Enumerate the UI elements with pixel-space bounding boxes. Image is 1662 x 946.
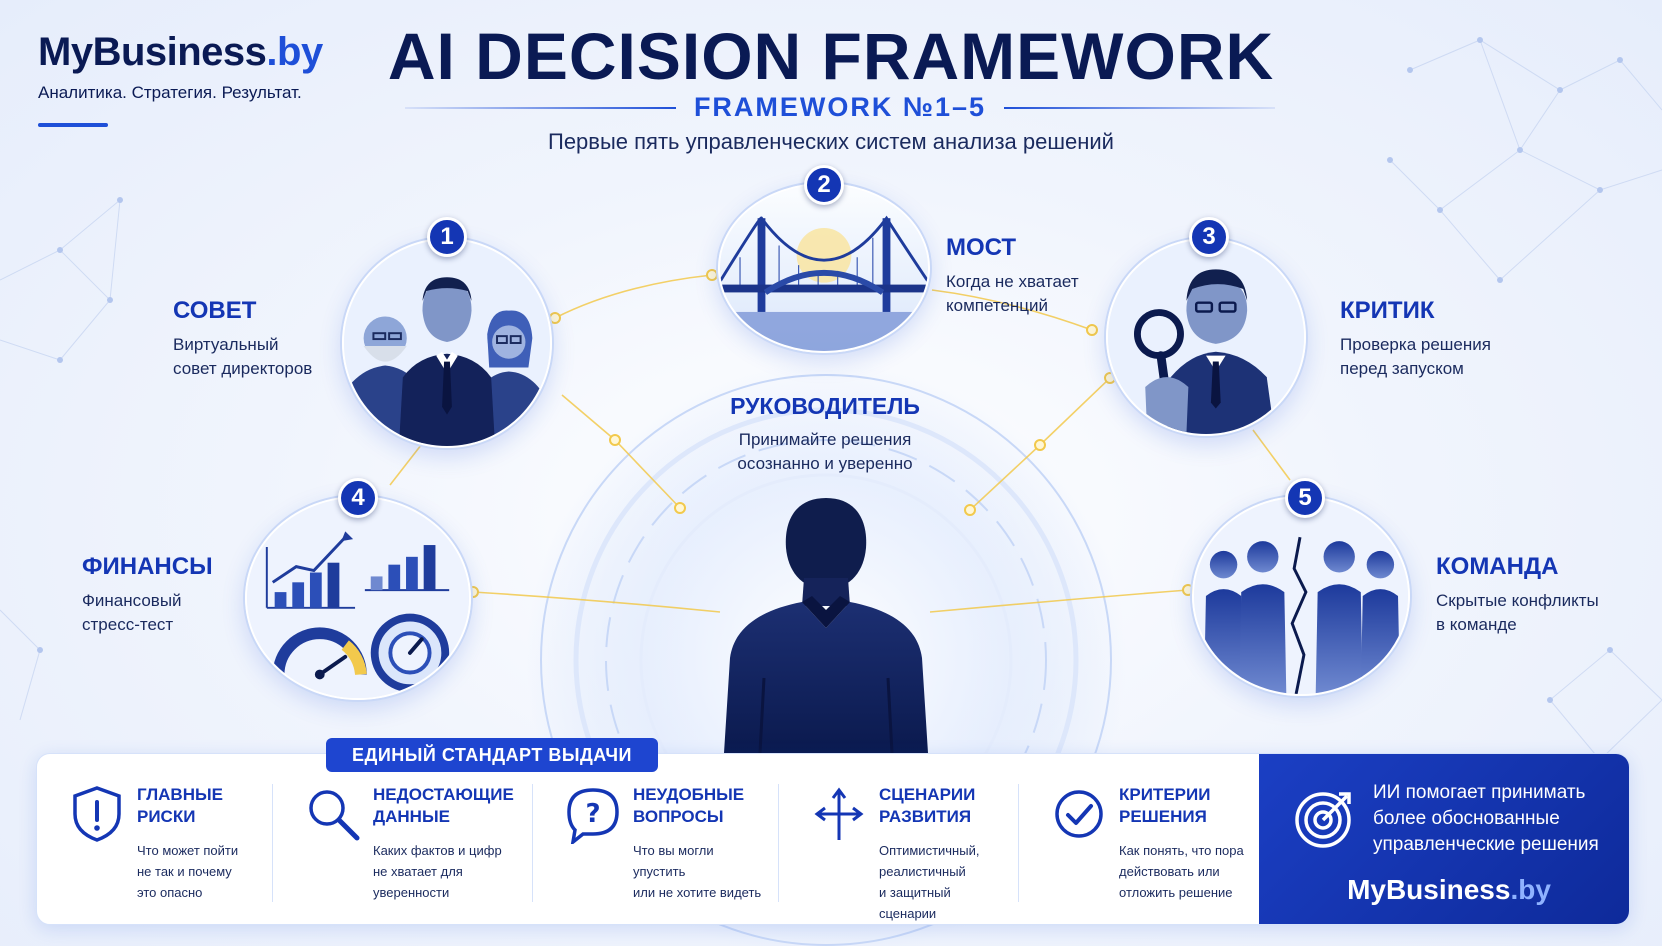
framework-2-desc-line2: компетенций: [946, 296, 1049, 315]
framework-5-desc-line1: Скрытые конфликты: [1436, 591, 1599, 610]
scenarios-title-1: СЦЕНАРИИ: [879, 785, 976, 804]
leader-desc-line2: осознанно и уверенно: [737, 454, 913, 473]
questions-title-1: НЕУДОБНЫЕ: [633, 785, 745, 804]
logo-domain-text: .by: [266, 30, 323, 74]
framework-3-title: КРИТИК: [1340, 297, 1435, 324]
center-leader-label: РУКОВОДИТЕЛЬ Принимайте решения осознанн…: [700, 393, 950, 476]
brand-tagline: Аналитика. Стратегия. Результат.: [38, 83, 302, 102]
page-title: AI DECISION FRAMEWORK: [387, 19, 1275, 93]
framework-3-label: КРИТИК Проверка решения перед запуском: [1340, 297, 1491, 381]
leader-figure: [724, 498, 928, 753]
framework-1-number: 1: [427, 217, 467, 257]
page-subtitle: Первые пять управленческих систем анализ…: [548, 129, 1114, 154]
finance-charts-icon: [247, 498, 469, 698]
risks-title-2: РИСКИ: [137, 807, 196, 826]
board-of-directors-icon: [344, 240, 550, 446]
brand-underline: [38, 123, 108, 127]
framework-3-circle[interactable]: [1106, 238, 1306, 436]
search-icon: [309, 790, 360, 841]
framework-subheader: FRAMEWORK №1–5: [405, 92, 1275, 123]
critic-magnifier-icon: [1108, 240, 1304, 434]
framework-5-desc-line2: в команде: [1436, 615, 1517, 634]
scenarios-title-2: РАЗВИТИЯ: [879, 807, 972, 826]
framework-1-desc-line1: Виртуальный: [173, 335, 279, 354]
brand-block: MyBusiness.by Аналитика. Стратегия. Резу…: [38, 30, 323, 127]
question-bubble-icon: ?: [567, 788, 619, 844]
framework-2-title: МОСТ: [946, 234, 1017, 261]
risks-title-1: ГЛАВНЫЕ: [137, 785, 223, 804]
divider-left: [405, 106, 676, 109]
split-arrows-icon: [814, 787, 864, 840]
framework-5-title: КОМАНДА: [1436, 553, 1559, 580]
framework-4-number: 4: [338, 478, 378, 518]
framework-1-label: СОВЕТ Виртуальный совет директоров: [173, 297, 312, 381]
target-icon: [1295, 792, 1351, 848]
framework-3-number: 3: [1189, 217, 1229, 257]
framework-4-circle[interactable]: [245, 496, 471, 700]
leader-title: РУКОВОДИТЕЛЬ: [730, 393, 920, 419]
standard-item-questions[interactable]: ? НЕУДОБНЫЕ ВОПРОСЫ Что вы могли упустит…: [533, 784, 779, 902]
logo-main-text: MyBusiness: [38, 30, 267, 74]
framework-1-title: СОВЕТ: [173, 297, 257, 324]
framework-3-desc-line2: перед запуском: [1340, 359, 1464, 378]
framework-2-number: 2: [804, 165, 844, 205]
standard-item-scenarios[interactable]: СЦЕНАРИИ РАЗВИТИЯ Оптимистичный,реалисти…: [779, 784, 1019, 921]
missing-data-title-2: ДАННЫЕ: [373, 807, 450, 826]
svg-text:?: ?: [585, 799, 600, 829]
framework-5-circle[interactable]: [1192, 496, 1410, 696]
team-crack-icon: [1194, 498, 1408, 694]
framework-4-title: ФИНАНСЫ: [82, 553, 213, 580]
scenarios-text: СЦЕНАРИИ РАЗВИТИЯ Оптимистичный,реалисти…: [879, 784, 1004, 921]
framework-4-label: ФИНАНСЫ Финансовый стресс-тест: [82, 553, 213, 637]
criteria-title-2: РЕШЕНИЯ: [1119, 807, 1207, 826]
bridge-icon: [720, 185, 928, 351]
framework-4-desc-line2: стресс-тест: [82, 615, 174, 634]
check-circle-icon: [1055, 790, 1103, 838]
shield-warning-icon: [73, 786, 121, 842]
framework-2-desc-line1: Когда не хватает: [946, 272, 1079, 291]
framework-4-desc-line1: Финансовый: [82, 591, 182, 610]
framework-5-number: 5: [1285, 478, 1325, 518]
questions-title-2: ВОПРОСЫ: [633, 807, 724, 826]
framework-2-circle[interactable]: [718, 183, 930, 353]
leader-desc-line1: Принимайте решения: [738, 430, 912, 449]
promo-brand-logo[interactable]: MyBusiness.by: [1347, 874, 1551, 905]
framework-1-desc-line2: совет директоров: [173, 359, 313, 378]
framework-5-label: КОМАНДА Скрытые конфликты в команде: [1436, 553, 1599, 637]
framework-3-desc-line1: Проверка решения: [1340, 335, 1491, 354]
framework-range: FRAMEWORK №1–5: [693, 92, 987, 122]
framework-1-circle[interactable]: [342, 238, 552, 448]
criteria-title-1: КРИТЕРИИ: [1119, 785, 1211, 804]
framework-2-label: МОСТ Когда не хватает компетенций: [946, 234, 1079, 318]
standard-badge: ЕДИНЫЙ СТАНДАРТ ВЫДАЧИ: [326, 738, 658, 772]
missing-data-title-1: НЕДОСТАЮЩИЕ: [373, 785, 514, 804]
divider-right: [1004, 106, 1275, 109]
brand-logo[interactable]: MyBusiness.by: [38, 30, 323, 75]
